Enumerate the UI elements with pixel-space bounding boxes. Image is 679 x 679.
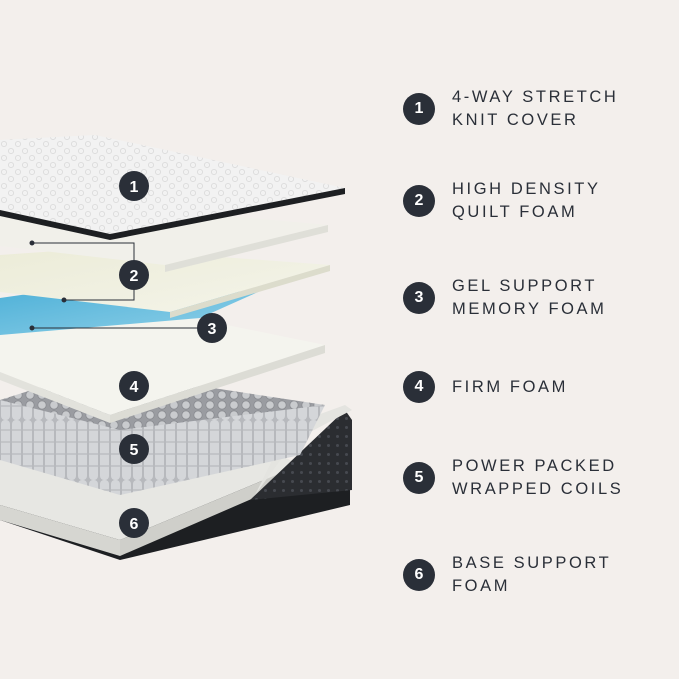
layer-legend: 1 4-WAY STRETCH KNIT COVER 2 HIGH DENSIT… — [403, 0, 673, 679]
legend-item-4: 4 FIRM FOAM — [403, 371, 568, 403]
legend-badge-2: 2 — [403, 185, 435, 217]
callout-badge-2-label: 2 — [130, 268, 139, 285]
legend-label-3-line-2: MEMORY FOAM — [452, 300, 607, 318]
legend-badge-4: 4 — [403, 371, 435, 403]
legend-badge-6: 6 — [403, 559, 435, 591]
legend-label-5: POWER PACKED WRAPPED COILS — [452, 455, 623, 501]
legend-label-1-line-2: KNIT COVER — [452, 111, 579, 129]
callout-badge-3-label: 3 — [208, 321, 217, 338]
callout-badge-2: 2 — [119, 260, 149, 290]
legend-badge-1: 1 — [403, 93, 435, 125]
callout-badge-5: 5 — [119, 434, 149, 464]
legend-label-4: FIRM FOAM — [452, 376, 568, 399]
callout-badge-5-label: 5 — [130, 442, 139, 459]
legend-item-1: 1 4-WAY STRETCH KNIT COVER — [403, 86, 618, 132]
legend-label-6-line-1: BASE SUPPORT — [452, 554, 612, 572]
legend-label-3-line-1: GEL SUPPORT — [452, 277, 598, 295]
legend-label-6-line-2: FOAM — [452, 577, 511, 595]
callout-badge-1: 1 — [119, 171, 149, 201]
knit-cover-layer — [0, 135, 345, 240]
legend-badge-3: 3 — [403, 282, 435, 314]
legend-label-1-line-1: 4-WAY STRETCH — [452, 88, 619, 106]
legend-label-2: HIGH DENSITY QUILT FOAM — [452, 178, 601, 224]
legend-item-6: 6 BASE SUPPORT FOAM — [403, 552, 611, 598]
legend-badge-5: 5 — [403, 462, 435, 494]
legend-label-2-line-1: HIGH DENSITY — [452, 180, 601, 198]
legend-label-6: BASE SUPPORT FOAM — [452, 552, 611, 598]
callout-badge-6-label: 6 — [130, 516, 139, 533]
legend-item-2: 2 HIGH DENSITY QUILT FOAM — [403, 178, 601, 224]
callout-badge-1-label: 1 — [130, 179, 139, 196]
legend-item-5: 5 POWER PACKED WRAPPED COILS — [403, 455, 623, 501]
legend-label-5-line-2: WRAPPED COILS — [452, 480, 624, 498]
legend-label-5-line-1: POWER PACKED — [452, 457, 617, 475]
legend-label-4-line-1: FIRM FOAM — [452, 377, 568, 396]
legend-item-3: 3 GEL SUPPORT MEMORY FOAM — [403, 275, 607, 321]
legend-label-2-line-2: QUILT FOAM — [452, 203, 578, 221]
callout-badge-4: 4 — [119, 371, 149, 401]
callout-badge-4-label: 4 — [130, 379, 139, 396]
legend-label-3: GEL SUPPORT MEMORY FOAM — [452, 275, 607, 321]
legend-label-1: 4-WAY STRETCH KNIT COVER — [452, 86, 618, 132]
callout-badge-6: 6 — [119, 508, 149, 538]
callout-badge-3: 3 — [197, 313, 227, 343]
